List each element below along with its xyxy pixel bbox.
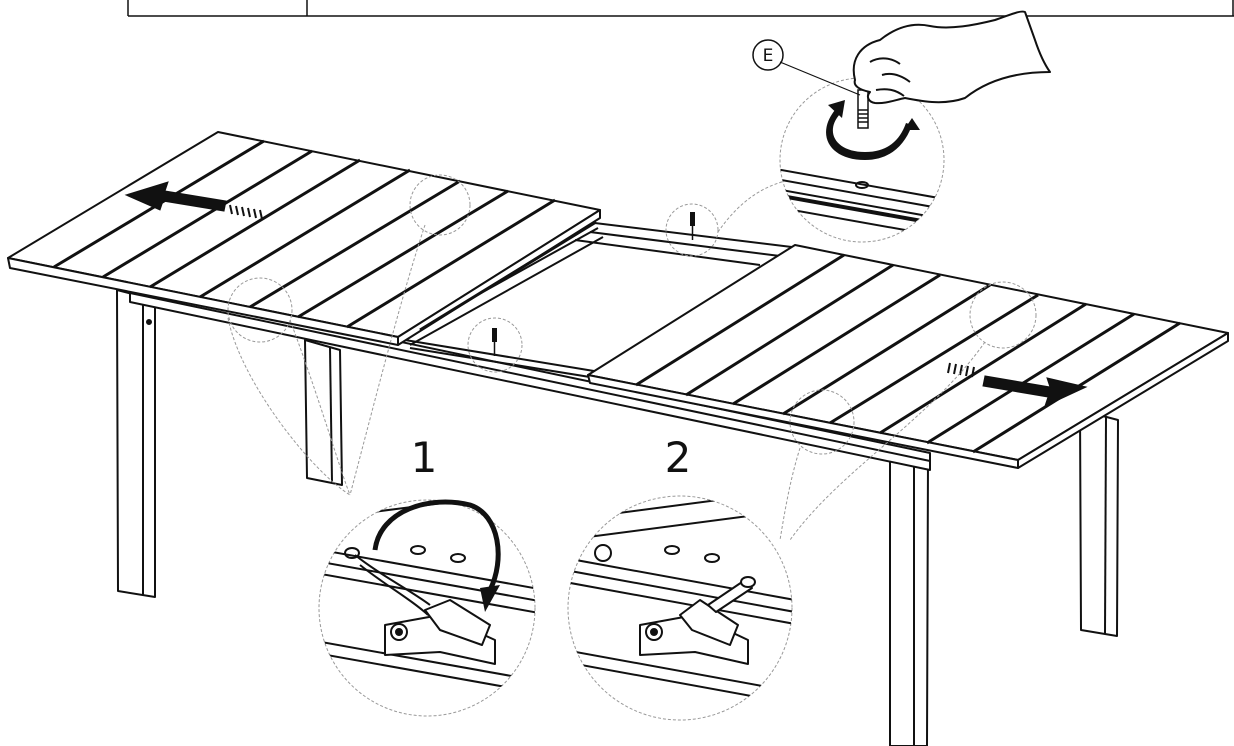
detail-circle-top: E [752,10,1051,243]
screw-icon [492,328,497,356]
screw-icon [857,89,869,129]
table-top-left [7,131,601,346]
hand-icon [852,10,1051,105]
rotate-arrow-icon [372,499,501,612]
pull-arrow-icon [124,181,263,220]
detail-circle-1 [318,499,536,717]
pull-arrow-icon [947,362,1088,407]
part-label-balloon [752,39,784,71]
table-top-right [587,244,1229,469]
part-label-e: E [763,46,774,66]
step-number-1: 1 [411,433,438,482]
header-table [127,0,1234,17]
detail-leaders [227,174,1037,541]
latch-icon [639,576,756,665]
screw-icon [690,212,695,240]
rotate-arrow-icon [826,100,920,160]
latch-icon [354,554,496,665]
detail-circle-2 [567,495,793,721]
step-number-2: 2 [665,433,692,482]
table-legs [116,289,1119,746]
